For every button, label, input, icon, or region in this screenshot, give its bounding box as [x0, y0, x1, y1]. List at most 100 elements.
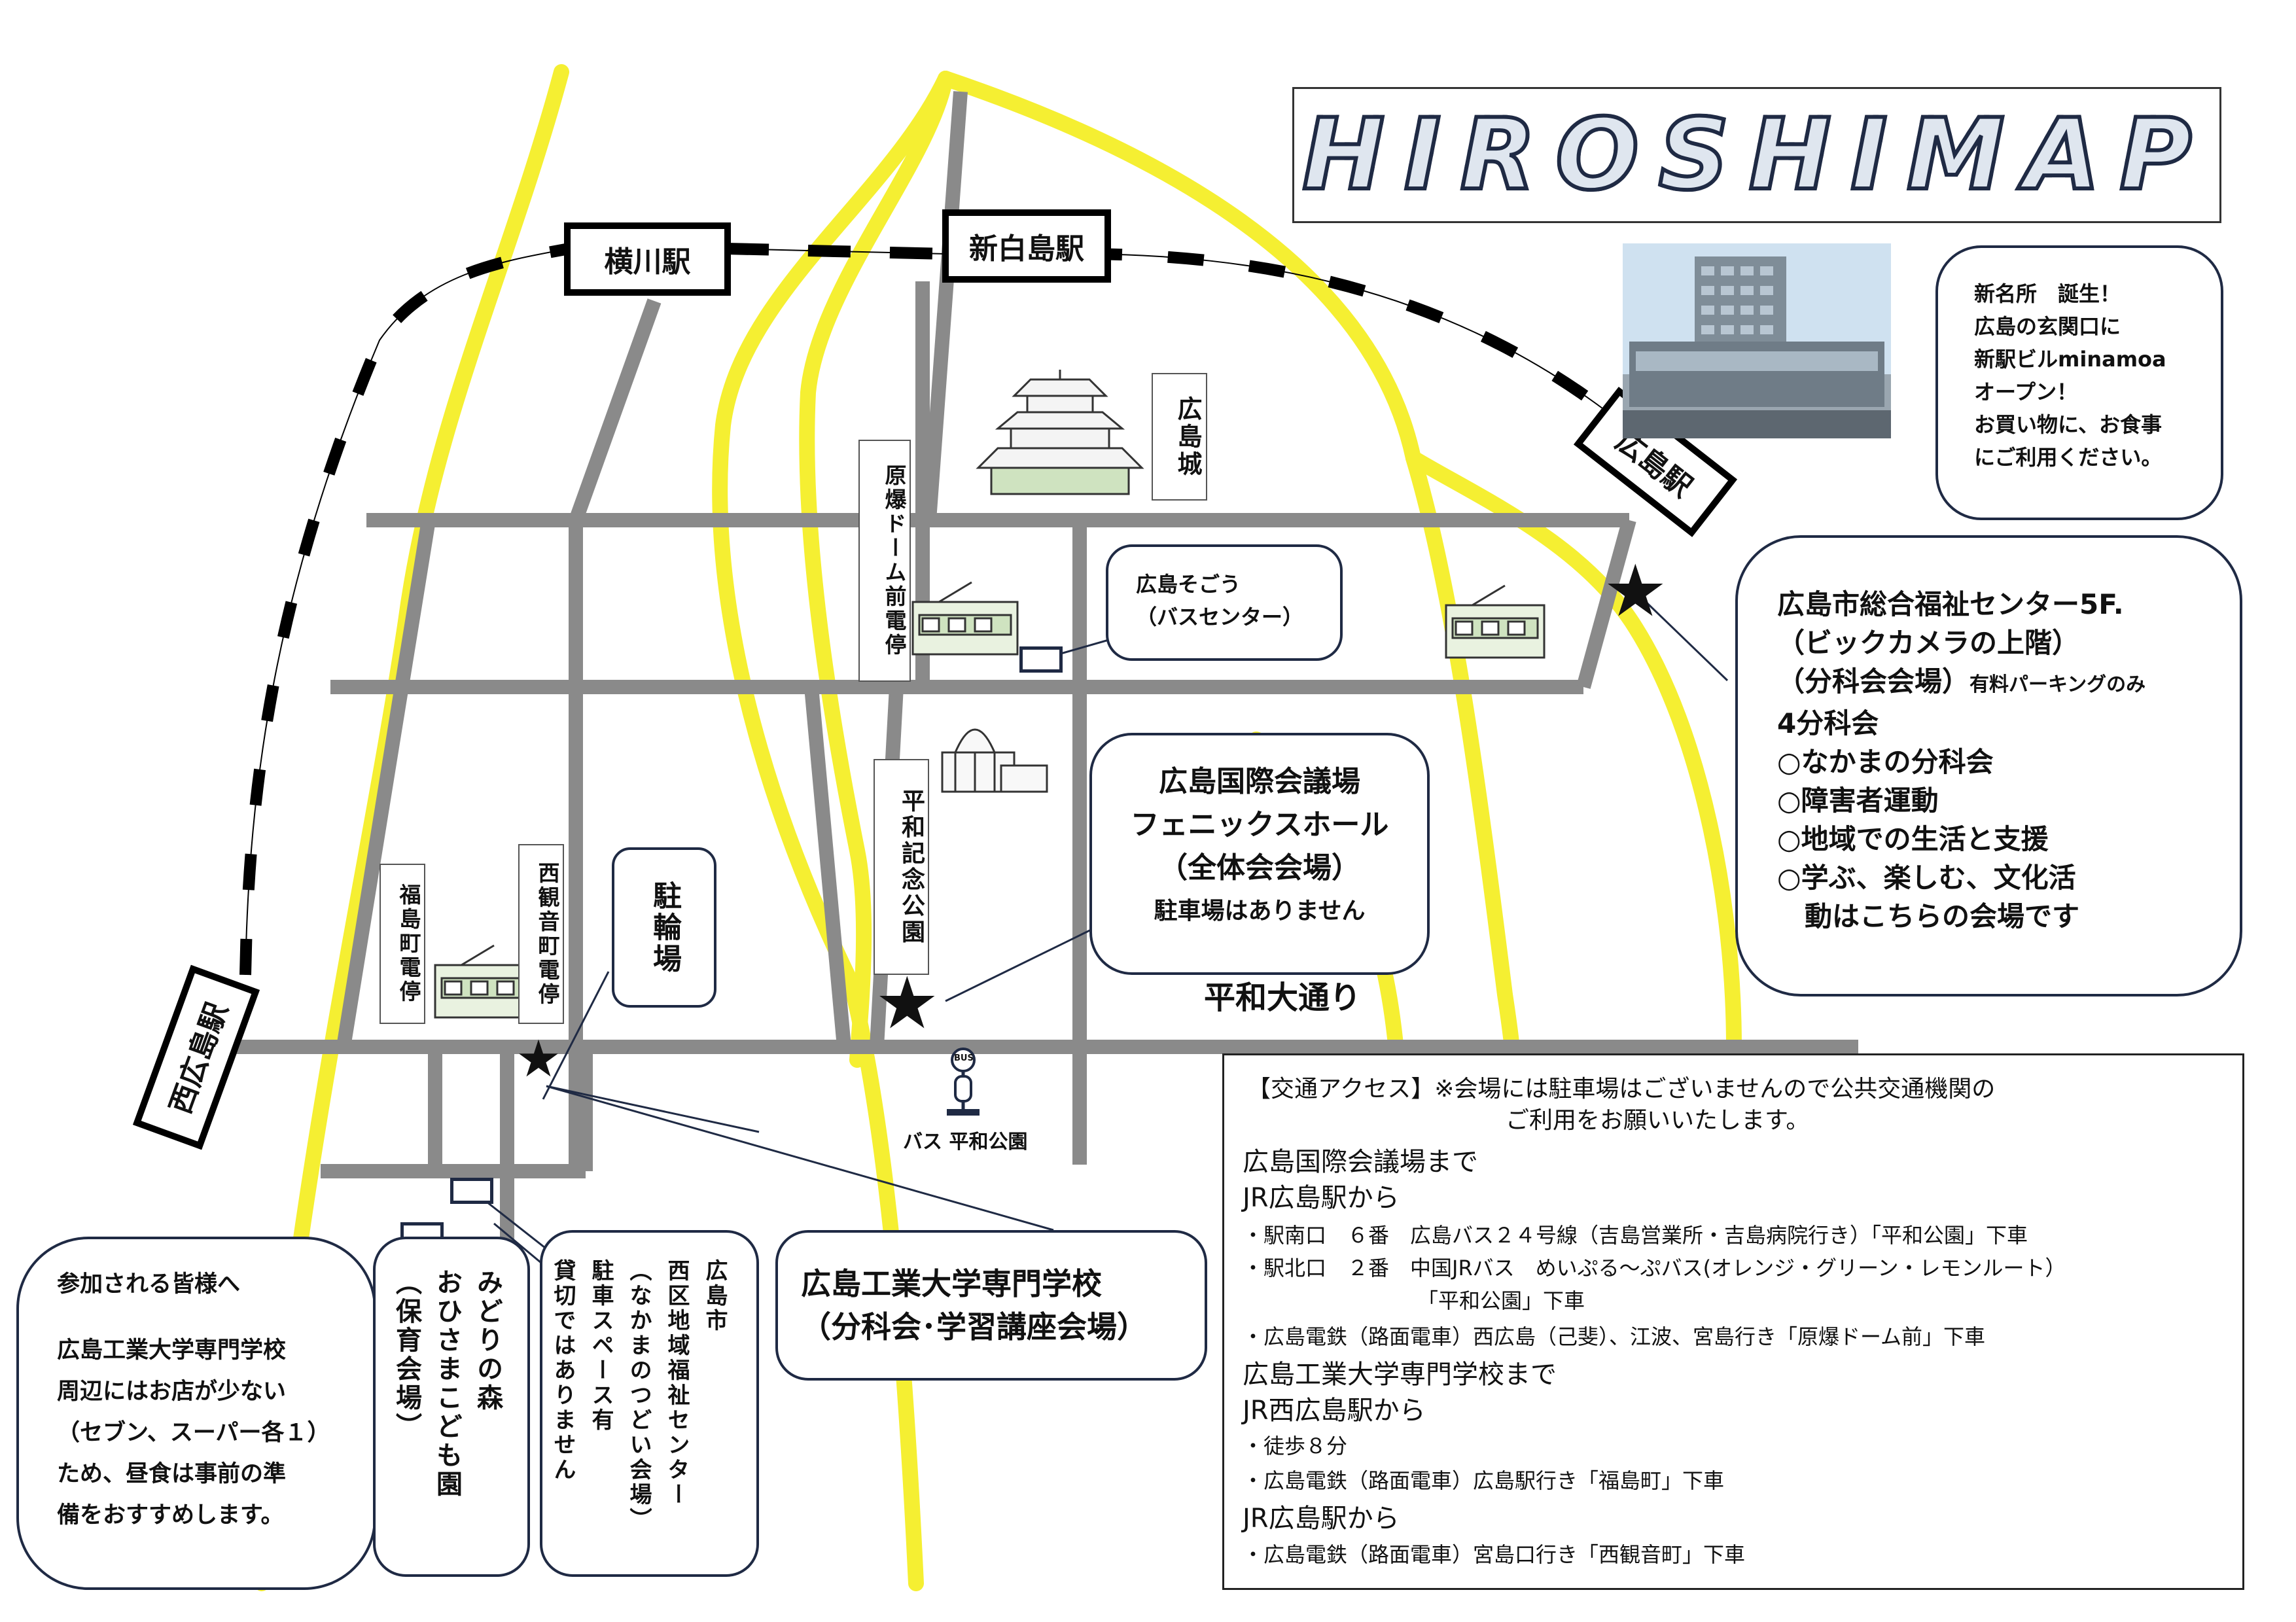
welfare-role: （分科会会場）有料パーキングのみ	[1777, 662, 2240, 704]
label-peace-park: 平和記念公園	[874, 759, 929, 975]
tram-stop-label: 原爆ドーム前電停	[881, 464, 907, 658]
welfare-item: ○なかまの分科会	[1777, 746, 1994, 778]
tram-icon	[1445, 584, 1545, 659]
venue-star-school: ★	[516, 1030, 561, 1089]
welfare-note: （ビックカメラの上階）	[1777, 627, 2080, 659]
station-shin-hakushima: 新白島駅	[942, 209, 1111, 283]
station-label: 新白島駅	[969, 232, 1084, 266]
nursery-line: （保育会場）	[391, 1269, 421, 1441]
welfare-item: ○地域での生活と支援	[1777, 823, 2049, 855]
school-name: 広島工業大学専門学校	[801, 1266, 1102, 1301]
minamoa-line: 広島の玄関口に	[1974, 314, 2121, 339]
castle-illustration	[976, 370, 1144, 495]
tram-stop-genbaku-dome: 原爆ドーム前電停	[858, 440, 911, 682]
access-route: 「平和公園」下車	[1417, 1288, 1585, 1313]
access-section-title: 広島国際会議場まで	[1243, 1147, 1478, 1177]
notice-line: （セブン、スーパー各１）	[57, 1420, 330, 1446]
nishi-line: （なかまのつどい会場）	[626, 1259, 652, 1532]
river-center-b	[799, 71, 953, 1068]
minamoa-line: 新名所 誕生！	[1974, 281, 2121, 306]
callout-nishi-ku-center: 広島市 西区地域福祉センター （なかまのつどい会場） 駐車スペース有 貸切ではあ…	[540, 1230, 759, 1577]
access-origin: JR広島駅から	[1243, 1183, 1400, 1213]
tram-icon	[434, 944, 535, 1019]
access-section-title: 広島工業大学専門学校まで	[1243, 1360, 1557, 1390]
station-yokogawa: 横川駅	[564, 222, 731, 296]
callout-nursery: みどりの森 おひさまこども園 （保育会場）	[373, 1237, 530, 1577]
label-bus-heiwa-koen: バス 平和公園	[903, 1131, 1028, 1154]
minamoa-line: オープン！	[1974, 379, 2078, 404]
intl-line: 広島国際会議場	[1159, 765, 1360, 798]
access-origin: JR広島駅から	[1243, 1504, 1400, 1534]
castle-label: 広島城	[1173, 395, 1202, 478]
access-route: ・広島電鉄（路面電車）広島駅行き「福島町」下車	[1243, 1468, 1725, 1493]
tram-icon	[911, 581, 1019, 656]
peace-park-label: 平和記念公園	[898, 788, 925, 945]
access-route: ・駅南口 ６番 広島バス２４号線（吉島営業所・吉島病院行き）「平和公園」下車	[1243, 1223, 2028, 1248]
river-east-c	[1405, 450, 1742, 1055]
nursery-line: みどりの森	[472, 1269, 503, 1413]
welfare-parking: 有料パーキングのみ	[1969, 673, 2146, 696]
welfare-item: 動はこちらの会場です	[1777, 900, 2080, 932]
welfare-item: ○学ぶ、楽しむ、文化活	[1777, 862, 2076, 894]
bus-stop-sign-icon	[947, 1048, 980, 1116]
tram-stop-fukushimacho: 福島町電停	[380, 864, 425, 1024]
access-header: 【交通アクセス】※会場には駐車場はございませんので公共交通機関の	[1247, 1076, 1996, 1102]
notice-line: 備をおすすめします。	[57, 1502, 284, 1528]
callout-minamoa: 新名所 誕生！ 広島の玄関口に 新駅ビルminamoa オープン！ お買い物に、…	[1935, 245, 2223, 520]
bus-center-marker	[1019, 646, 1063, 673]
notice-line: 周辺にはお店が少ない	[57, 1379, 287, 1405]
nishi-line: 広島市	[701, 1259, 728, 1333]
intl-line: 駐車場はありません	[1154, 898, 1366, 925]
nursery-line: おひさまこども園	[432, 1269, 462, 1499]
intl-line: フェニックスホール	[1130, 808, 1389, 841]
tram-illustrations	[434, 581, 1545, 1019]
callout-intl-conference: 広島国際会議場 フェニックスホール （全体会会場） 駐車場はありません	[1089, 733, 1430, 975]
intl-line: （全体会会場）	[1159, 851, 1360, 885]
sogo-line: 広島そごう	[1136, 572, 1241, 597]
notice-line: ため、昼食は事前の準	[57, 1461, 287, 1487]
bus-sign-text: BUS	[954, 1053, 974, 1063]
jr-railway	[239, 243, 1620, 976]
access-route: ・駅北口 ２番 中国JRバス めいぷる～ぷバス(オレンジ・グリーン・レモンルート…	[1243, 1256, 2066, 1280]
tram-stop-label: 福島町電停	[396, 883, 421, 1004]
welfare-name: 広島市総合福祉センター5F.	[1777, 588, 2124, 620]
access-info-box: 【交通アクセス】※会場には駐車場はございませんので公共交通機関の ご利用をお願い…	[1222, 1053, 2244, 1590]
nishi-line: 駐車スペース有	[588, 1259, 614, 1433]
welfare-role-text: （分科会会場）	[1777, 665, 1970, 697]
access-route: ・徒歩８分	[1243, 1434, 1348, 1458]
access-origin: JR西広島駅から	[1243, 1396, 1426, 1426]
callout-notice: 参加される皆様へ 広島工業大学専門学校 周辺にはお店が少ない （セブン、スーパー…	[16, 1237, 376, 1590]
notice-heading: 参加される皆様へ	[57, 1271, 241, 1297]
tram-stop-nishikannon: 西観音町電停	[518, 844, 564, 1024]
minamoa-line: にご利用ください。	[1974, 445, 2163, 470]
callout-sogo: 広島そごう （バスセンター）	[1106, 544, 1343, 661]
label-hiroshima-castle: 広島城	[1152, 373, 1207, 501]
tram-stop-label: 西観音町電停	[535, 861, 560, 1007]
nishi-line: 貸切ではありません	[550, 1259, 576, 1483]
atomic-dome-illustration	[941, 728, 1048, 793]
map-title: HIROSHIMAP	[1294, 89, 2219, 221]
roads	[232, 91, 1858, 1263]
minamoa-photo	[1623, 243, 1891, 438]
access-route: ・広島電鉄（路面電車）西広島（己斐）、江波、宮島行き「原爆ドーム前」下車	[1243, 1324, 1986, 1349]
bicycle-parking-label: 駐輪場	[648, 880, 681, 975]
bus-stop-marker	[450, 1178, 493, 1204]
access-header: ご利用をお願いいたします。	[1506, 1107, 1810, 1134]
minamoa-line: お買い物に、お食事	[1974, 412, 2163, 437]
sogo-line: （バスセンター）	[1136, 605, 1304, 629]
notice-line: 広島工業大学専門学校	[57, 1337, 287, 1364]
label-bicycle-parking: 駐輪場	[612, 847, 716, 1008]
label-peace-boulevard: 平和大通り	[1204, 979, 1362, 1016]
welfare-item: ○障害者運動	[1777, 785, 1939, 817]
minamoa-line: 新駅ビルminamoa	[1974, 347, 2166, 372]
nishi-line: 西区地域福祉センター	[663, 1259, 690, 1507]
school-role: （分科会･学習講座会場）	[801, 1309, 1147, 1345]
station-label: 横川駅	[604, 245, 691, 279]
access-route: ・広島電鉄（路面電車）宮島口行き「西観音町」下車	[1243, 1542, 1746, 1567]
callout-school: 広島工業大学専門学校 （分科会･学習講座会場）	[775, 1230, 1207, 1381]
callout-welfare-center: 広島市総合福祉センター5F. （ビックカメラの上階） （分科会会場）有料パーキン…	[1735, 535, 2242, 996]
venue-star-welfare-center: ★	[1603, 549, 1668, 633]
welfare-count: 4分科会	[1777, 707, 1879, 739]
title-frame: HIROSHIMAP	[1292, 87, 2221, 223]
